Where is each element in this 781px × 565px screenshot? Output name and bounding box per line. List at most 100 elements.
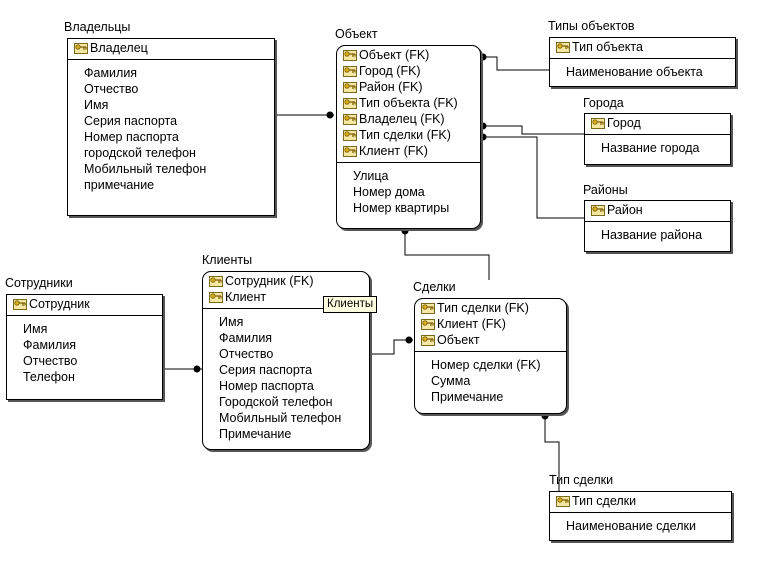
entity-key-section: Тип сделки xyxy=(550,492,731,513)
attribute-row[interactable]: Мобильный телефон xyxy=(219,411,342,425)
key-icon xyxy=(556,41,570,53)
tooltip-clients: Клиенты xyxy=(323,296,378,313)
attribute-row[interactable]: Фамилия xyxy=(219,331,273,345)
key-attribute-row[interactable]: Владелец xyxy=(74,40,274,56)
entity-key-section: Сотрудник (FK) Клиент xyxy=(203,272,369,309)
attribute-row[interactable]: Наименование объекта xyxy=(566,65,703,79)
attribute-row[interactable]: Примечание xyxy=(219,427,292,441)
key-icon xyxy=(343,145,357,157)
relationship-dot xyxy=(193,365,201,373)
attribute-row[interactable]: Отчество xyxy=(219,347,274,361)
attribute-row[interactable]: Название города xyxy=(601,141,700,155)
key-attribute-row[interactable]: Тип сделки (FK) xyxy=(421,300,566,316)
relationship-dot xyxy=(479,53,487,61)
key-attribute-row[interactable]: Владелец (FK) xyxy=(343,111,480,127)
key-icon xyxy=(421,334,435,346)
attribute-row[interactable]: Сумма xyxy=(431,374,471,388)
attribute-row[interactable]: Номер паспорта xyxy=(84,130,179,144)
key-attribute-row[interactable]: Сотрудник xyxy=(13,296,162,312)
key-icon xyxy=(556,495,570,507)
key-icon xyxy=(343,65,357,77)
relationship-dot xyxy=(405,336,413,344)
key-attribute-row[interactable]: Район (FK) xyxy=(343,79,480,95)
relationship-dot xyxy=(479,133,487,141)
attribute-row[interactable]: Имя xyxy=(84,98,109,112)
key-attribute-label: Район xyxy=(607,203,643,217)
key-attribute-row[interactable]: Клиент (FK) xyxy=(421,316,566,332)
key-icon xyxy=(74,42,88,54)
rel-deal-dealtype xyxy=(544,413,560,491)
attribute-row[interactable]: Название района xyxy=(601,228,703,242)
entity-title-object-types: Типы объектов xyxy=(548,19,635,33)
key-attribute-row[interactable]: Тип сделки xyxy=(556,493,731,509)
key-attribute-row[interactable]: Тип объекта xyxy=(556,39,735,55)
key-attribute-row[interactable]: Клиент (FK) xyxy=(343,143,480,159)
key-attribute-row[interactable]: Объект xyxy=(421,332,566,348)
rel-object-deal xyxy=(404,230,490,280)
attribute-row[interactable]: Имя xyxy=(219,315,244,329)
entity-title-owners: Владельцы xyxy=(64,20,131,34)
attribute-row[interactable]: примечание xyxy=(84,178,155,192)
key-icon xyxy=(421,302,435,314)
key-attribute-label: Город xyxy=(607,116,641,130)
attribute-row[interactable]: Мобильный телефон xyxy=(84,162,207,176)
attribute-row[interactable]: Фамилия xyxy=(84,66,138,80)
key-icon xyxy=(343,49,357,61)
key-icon xyxy=(343,97,357,109)
key-attribute-row[interactable]: Клиент xyxy=(209,289,369,305)
key-attribute-label: Объект xyxy=(437,333,480,347)
attribute-row[interactable]: Номер паспорта xyxy=(219,379,314,393)
key-attribute-label: Тип объекта xyxy=(572,40,643,54)
key-attribute-label: Владелец xyxy=(90,41,148,55)
entity-title-clients: Клиенты xyxy=(202,253,253,267)
entity-title-object: Объект xyxy=(335,27,378,41)
attribute-row[interactable]: Городской телефон xyxy=(219,395,333,409)
attribute-row[interactable]: Номер дома xyxy=(353,185,425,199)
attribute-row[interactable]: Серия паспорта xyxy=(219,363,313,377)
attribute-row[interactable]: Номер сделки (FK) xyxy=(431,358,541,372)
entity-key-section: Тип сделки (FK)Клиент (FK)Объект xyxy=(415,299,566,352)
key-attribute-row[interactable]: Город (FK) xyxy=(343,63,480,79)
key-attribute-row[interactable]: Тип объекта (FK) xyxy=(343,95,480,111)
key-attribute-label: Клиент xyxy=(225,290,267,304)
attribute-row[interactable]: Примечание xyxy=(431,390,504,404)
key-attribute-row[interactable]: Район xyxy=(591,202,730,218)
entity-key-section: Город xyxy=(585,114,730,135)
key-attribute-row[interactable]: Объект (FK) xyxy=(343,47,480,63)
attribute-row[interactable]: Телефон xyxy=(23,370,75,384)
attribute-row[interactable]: Номер квартиры xyxy=(353,201,450,215)
attribute-row[interactable]: Наименование сделки xyxy=(566,519,696,533)
key-attribute-row[interactable]: Тип сделки (FK) xyxy=(343,127,480,143)
entity-key-section: Владелец xyxy=(68,39,274,60)
attribute-row[interactable]: Имя xyxy=(23,322,48,336)
attribute-row[interactable]: Фамилия xyxy=(23,338,77,352)
key-icon xyxy=(343,113,357,125)
attribute-row[interactable]: Улица xyxy=(353,169,389,183)
attribute-row[interactable]: Серия паспорта xyxy=(84,114,178,128)
attribute-row[interactable]: Отчество xyxy=(84,82,139,96)
attribute-row[interactable]: городской телефон xyxy=(84,146,196,160)
key-attribute-label: Район (FK) xyxy=(359,80,423,94)
entity-title-deals: Сделки xyxy=(413,280,456,294)
key-attribute-row[interactable]: Сотрудник (FK) xyxy=(209,273,369,289)
entity-key-section: Район xyxy=(585,201,730,222)
key-icon xyxy=(421,318,435,330)
key-attribute-label: Сотрудник (FK) xyxy=(225,274,314,288)
entity-key-section: Тип объекта xyxy=(550,38,735,59)
rel-district-object xyxy=(481,136,584,219)
key-attribute-row[interactable]: Город xyxy=(591,115,730,131)
rel-objecttype-object xyxy=(481,56,549,71)
key-attribute-label: Клиент (FK) xyxy=(359,144,428,158)
attribute-row[interactable]: Отчество xyxy=(23,354,78,368)
entity-object[interactable]: Объект (FK)Город (FK)Район (FK)Тип объек… xyxy=(336,45,481,229)
